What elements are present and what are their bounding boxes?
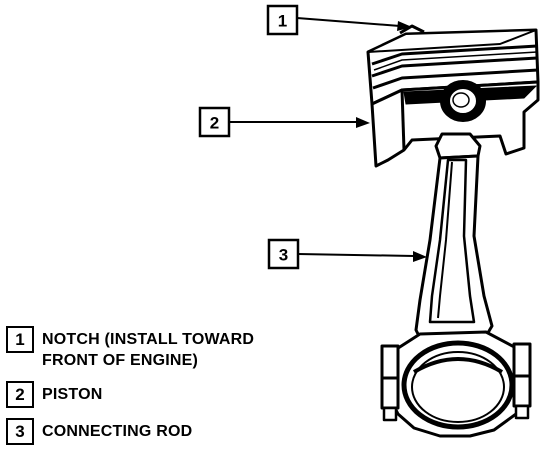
piston-top-face: [367, 29, 537, 53]
legend-item-notch: 1 NOTCH (INSTALL TOWARD FRONT OF ENGINE): [6, 326, 346, 371]
legend-number-box: 3: [6, 418, 34, 445]
ring-groove-3: [372, 68, 539, 90]
rod-nut-left: [382, 406, 398, 422]
callout-number-1: 1: [278, 12, 287, 31]
rod-nut-right: [514, 404, 530, 420]
callout-box-3: [267, 238, 300, 270]
legend-number-box: 2: [6, 381, 34, 408]
legend-item-connecting-rod: 3 CONNECTING ROD: [6, 418, 346, 445]
rod-beam-rib: [437, 161, 453, 319]
leader-line-1: [296, 17, 401, 27]
rod-bearing-inner: [411, 351, 505, 423]
legend-label: PISTON: [42, 381, 102, 405]
rod-cap-parting-line: [382, 374, 530, 380]
rod-small-end: [434, 132, 482, 160]
leader-line-3: [297, 253, 415, 257]
leader-arrow-3: [413, 251, 427, 262]
skirt-edge: [400, 89, 406, 151]
callout-box-1: [266, 4, 299, 36]
legend: 1 NOTCH (INSTALL TOWARD FRONT OF ENGINE)…: [6, 326, 346, 455]
rod-bearing-shading: [412, 357, 504, 374]
piston-notch: [399, 24, 425, 35]
ring-groove-2: [371, 56, 538, 78]
legend-label: CONNECTING ROD: [42, 418, 192, 442]
ring-groove-4: [373, 51, 538, 71]
ring-groove-1: [371, 44, 538, 66]
legend-label-line: FRONT OF ENGINE): [42, 352, 199, 369]
legend-label-line: PISTON: [42, 386, 103, 403]
callout-number-3: 3: [279, 246, 288, 265]
leader-arrow-2: [356, 117, 370, 128]
legend-number-box: 1: [6, 326, 34, 353]
callout-number-2: 2: [210, 114, 219, 133]
legend-label: NOTCH (INSTALL TOWARD FRONT OF ENGINE): [42, 326, 254, 371]
connecting-rod: [380, 132, 532, 438]
legend-label-line: CONNECTING ROD: [42, 423, 193, 440]
legend-label-line: NOTCH (INSTALL TOWARD: [42, 331, 255, 348]
leader-arrow-1: [397, 21, 412, 31]
legend-item-piston: 2 PISTON: [6, 381, 346, 408]
wrist-pin-highlight: [452, 92, 470, 108]
piston: [366, 24, 540, 168]
